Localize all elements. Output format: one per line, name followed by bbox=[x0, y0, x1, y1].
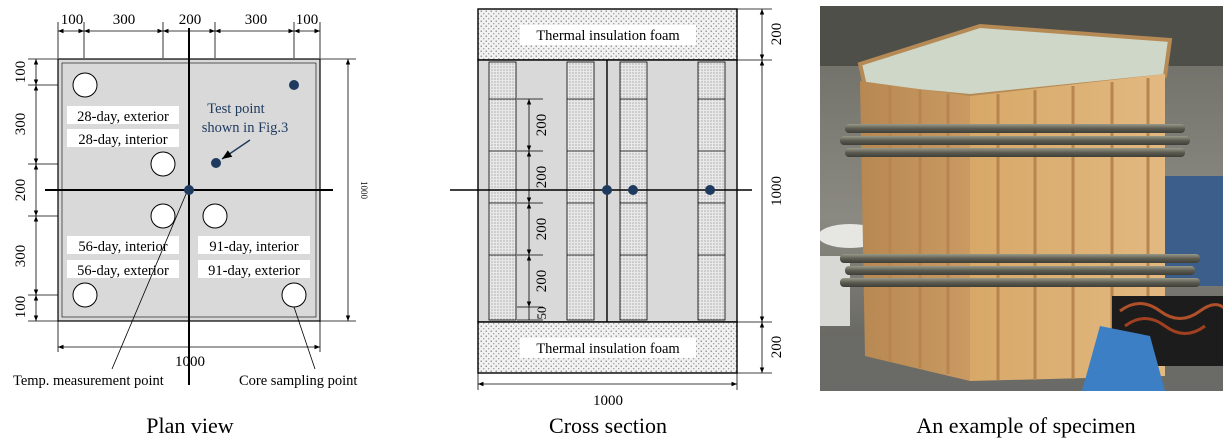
cross-temp-point-mid bbox=[628, 185, 638, 195]
specimen-photo-illustration bbox=[820, 6, 1223, 391]
core-hole-91-exterior bbox=[281, 282, 307, 308]
cross-right-dimension bbox=[737, 8, 772, 374]
plan-top-dim-5: 100 bbox=[296, 12, 319, 28]
label-56-exterior: 56-day, exterior bbox=[77, 263, 169, 279]
plan-left-dim-3: 200 bbox=[13, 179, 29, 202]
label-temp-measurement-point: Temp. measurement point bbox=[13, 373, 164, 389]
foam-bottom-label: Thermal insulation foam bbox=[536, 341, 680, 357]
label-test-point-line1: Test point bbox=[207, 101, 264, 117]
label-28-interior: 28-day, interior bbox=[78, 132, 167, 148]
cross-right-dim-bottom: 200 bbox=[769, 336, 785, 359]
plan-view-diagram: 100 300 200 300 100 100 300 200 300 100 … bbox=[13, 12, 369, 389]
plan-left-dim-1: 100 bbox=[13, 61, 29, 84]
label-28-exterior: 28-day, exterior bbox=[77, 109, 169, 125]
cross-inner-dim-1: 200 bbox=[534, 114, 550, 137]
caption-cross-section: Cross section bbox=[549, 413, 667, 438]
plan-top-dimension bbox=[57, 22, 321, 58]
plan-left-dimension bbox=[28, 58, 58, 322]
temp-point-leader bbox=[111, 193, 187, 370]
cross-temp-point-edge bbox=[705, 185, 715, 195]
cross-inner-dim-4: 200 bbox=[534, 270, 550, 293]
cross-bottom-dim: 1000 bbox=[593, 393, 623, 409]
label-91-interior: 91-day, interior bbox=[209, 239, 298, 255]
core-hole-91-interior bbox=[202, 203, 228, 229]
cross-inner-dim-5: 50 bbox=[534, 307, 549, 320]
core-columns bbox=[488, 61, 726, 321]
cross-inner-dim-3: 200 bbox=[534, 218, 550, 241]
label-56-interior: 56-day, interior bbox=[78, 239, 167, 255]
cross-temp-point-center bbox=[602, 185, 612, 195]
caption-specimen: An example of specimen bbox=[916, 413, 1136, 438]
specimen-photo bbox=[820, 6, 1223, 391]
temp-point-mid bbox=[211, 158, 221, 168]
cross-right-dim-top: 200 bbox=[769, 23, 785, 46]
plan-left-dim-5: 100 bbox=[13, 296, 29, 319]
core-point-leader bbox=[293, 306, 316, 370]
cross-bottom-dimension bbox=[477, 373, 738, 390]
core-hole-56-interior bbox=[150, 203, 176, 229]
plan-right-dim: 1000 bbox=[359, 181, 369, 200]
caption-plan-view: Plan view bbox=[146, 413, 234, 438]
core-hole-28-exterior bbox=[72, 72, 98, 98]
clamp-pipes bbox=[840, 124, 1200, 287]
cross-inner-dim-2: 200 bbox=[534, 166, 550, 189]
test-point-leader bbox=[221, 139, 251, 160]
cross-inner-dimension bbox=[517, 98, 543, 321]
label-core-sampling-point: Core sampling point bbox=[239, 373, 357, 389]
plan-left-dim-2: 300 bbox=[13, 113, 29, 136]
plan-bottom-dim: 1000 bbox=[175, 354, 205, 370]
core-column-1 bbox=[488, 61, 517, 321]
plan-top-dim-3: 200 bbox=[179, 12, 202, 28]
plan-left-dim-4: 300 bbox=[13, 245, 29, 268]
plan-top-dim-1: 100 bbox=[61, 12, 84, 28]
plan-top-dim-2: 300 bbox=[113, 12, 136, 28]
plan-bottom-dimension bbox=[57, 321, 321, 352]
plan-right-dimension bbox=[320, 58, 356, 322]
plan-top-dim-4: 300 bbox=[245, 12, 268, 28]
cross-section-diagram: Thermal insulation foam 200 200 200 200 … bbox=[450, 8, 785, 409]
temp-point-center bbox=[184, 185, 194, 195]
label-91-exterior: 91-day, exterior bbox=[208, 263, 300, 279]
core-separators bbox=[489, 98, 725, 256]
core-hole-56-exterior bbox=[72, 282, 98, 308]
cross-right-dim-mid: 1000 bbox=[769, 176, 785, 206]
core-hole-28-interior bbox=[150, 151, 176, 177]
label-test-point-line2: shown in Fig.3 bbox=[202, 120, 289, 136]
foam-top-label: Thermal insulation foam bbox=[536, 28, 680, 44]
temp-point-corner bbox=[289, 80, 299, 90]
core-column-2 bbox=[566, 61, 595, 321]
